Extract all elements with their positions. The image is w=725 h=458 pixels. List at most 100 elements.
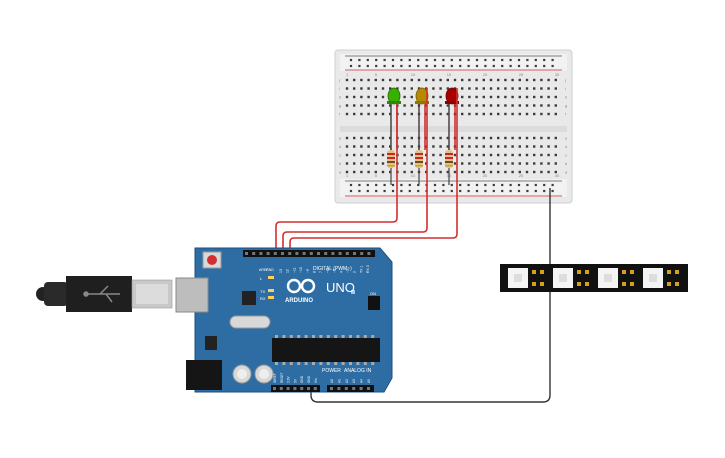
rail-hole[interactable] — [492, 64, 495, 68]
header-pin[interactable] — [288, 252, 292, 255]
breadboard-hole[interactable] — [497, 153, 500, 157]
breadboard-hole[interactable] — [403, 95, 406, 99]
breadboard-hole[interactable] — [518, 95, 521, 99]
breadboard-hole[interactable] — [432, 162, 435, 165]
breadboard-hole[interactable] — [468, 87, 471, 90]
rail-hole[interactable] — [501, 64, 504, 68]
rail-hole[interactable] — [459, 64, 462, 68]
rail-hole[interactable] — [417, 183, 420, 187]
breadboard-hole[interactable] — [389, 145, 392, 148]
breadboard-hole[interactable] — [381, 153, 385, 157]
breadboard-hole[interactable] — [403, 136, 406, 140]
breadboard-hole[interactable] — [461, 162, 464, 165]
breadboard-hole[interactable] — [367, 145, 370, 148]
wires[interactable] — [275, 88, 551, 403]
rail-hole[interactable] — [408, 183, 411, 187]
breadboard-hole[interactable] — [389, 87, 392, 90]
breadboard-hole[interactable] — [410, 145, 413, 148]
breadboard-hole[interactable] — [353, 95, 356, 99]
breadboard-hole[interactable] — [540, 153, 543, 157]
breadboard-hole[interactable] — [461, 95, 464, 99]
breadboard-hole[interactable] — [381, 95, 385, 99]
breadboard-hole[interactable] — [432, 112, 435, 116]
breadboard-hole[interactable] — [504, 153, 507, 157]
breadboard-hole[interactable] — [381, 112, 385, 116]
rail-hole[interactable] — [459, 189, 462, 193]
breadboard-hole[interactable] — [554, 145, 557, 148]
breadboard-hole[interactable] — [461, 145, 464, 148]
breadboard-hole[interactable] — [475, 112, 478, 116]
rail-hole[interactable] — [551, 189, 554, 193]
breadboard-hole[interactable] — [374, 87, 377, 90]
breadboard-hole[interactable] — [547, 170, 550, 174]
rail-hole[interactable] — [391, 183, 395, 187]
rail-hole[interactable] — [517, 58, 521, 62]
breadboard-hole[interactable] — [518, 87, 521, 90]
breadboard-hole[interactable] — [504, 162, 507, 165]
breadboard-hole[interactable] — [475, 78, 478, 82]
breadboard-hole[interactable] — [475, 87, 478, 90]
rail-hole[interactable] — [433, 58, 437, 62]
header-pin[interactable] — [330, 387, 333, 390]
breadboard-hole[interactable] — [353, 87, 356, 90]
breadboard-hole[interactable] — [511, 95, 514, 99]
rail-hole[interactable] — [492, 189, 495, 193]
breadboard-hole[interactable] — [468, 162, 471, 165]
breadboard-hole[interactable] — [439, 153, 442, 157]
breadboard-hole[interactable] — [389, 112, 392, 116]
breadboard-hole[interactable] — [417, 78, 421, 82]
breadboard-hole[interactable] — [446, 112, 449, 116]
rail-hole[interactable] — [517, 189, 521, 193]
breadboard-hole[interactable] — [525, 112, 529, 116]
breadboard-hole[interactable] — [533, 78, 536, 82]
rail-hole[interactable] — [475, 58, 479, 62]
breadboard-hole[interactable] — [410, 95, 413, 99]
rail-hole[interactable] — [467, 183, 470, 187]
breadboard-hole[interactable] — [374, 78, 377, 82]
breadboard-hole[interactable] — [432, 145, 435, 148]
breadboard-hole[interactable] — [439, 136, 442, 140]
breadboard-hole[interactable] — [360, 104, 363, 107]
breadboard-hole[interactable] — [403, 170, 406, 174]
header-pin[interactable] — [309, 252, 313, 255]
breadboard-hole[interactable] — [403, 145, 406, 148]
header-pin[interactable] — [367, 387, 370, 390]
breadboard-hole[interactable] — [511, 153, 514, 157]
breadboard-hole[interactable] — [540, 78, 543, 82]
rail-hole[interactable] — [450, 64, 453, 68]
rail-hole[interactable] — [366, 58, 369, 62]
breadboard-hole[interactable] — [504, 112, 507, 116]
breadboard-hole[interactable] — [475, 95, 478, 99]
breadboard-hole[interactable] — [547, 153, 550, 157]
breadboard-hole[interactable] — [345, 170, 349, 174]
breadboard-hole[interactable] — [446, 104, 449, 107]
header-pin[interactable] — [317, 252, 320, 255]
header-pin[interactable] — [344, 387, 348, 390]
header-pin[interactable] — [338, 252, 342, 255]
rail-hole[interactable] — [391, 58, 395, 62]
breadboard-hole[interactable] — [374, 95, 377, 99]
breadboard-hole[interactable] — [360, 153, 363, 157]
resistor-3[interactable] — [445, 148, 453, 185]
rail-hole[interactable] — [391, 189, 395, 193]
header-pin[interactable] — [360, 252, 364, 255]
rail-hole[interactable] — [383, 183, 386, 187]
breadboard-hole[interactable] — [497, 170, 500, 174]
breadboard-hole[interactable] — [525, 153, 529, 157]
rail-hole[interactable] — [526, 183, 529, 187]
rail-hole[interactable] — [467, 189, 470, 193]
header-pin[interactable] — [352, 387, 356, 390]
breadboard-hole[interactable] — [461, 136, 464, 140]
breadboard-hole[interactable] — [360, 170, 363, 174]
breadboard-hole[interactable] — [482, 170, 485, 174]
breadboard-hole[interactable] — [504, 145, 507, 148]
breadboard-hole[interactable] — [367, 170, 370, 174]
rail-hole[interactable] — [358, 58, 361, 62]
breadboard-hole[interactable] — [446, 78, 449, 82]
breadboard-hole[interactable] — [540, 162, 543, 165]
rail-hole[interactable] — [484, 189, 487, 193]
breadboard-hole[interactable] — [482, 153, 485, 157]
breadboard-hole[interactable] — [403, 104, 406, 107]
breadboard-hole[interactable] — [432, 95, 435, 99]
header-pin[interactable] — [300, 387, 304, 390]
